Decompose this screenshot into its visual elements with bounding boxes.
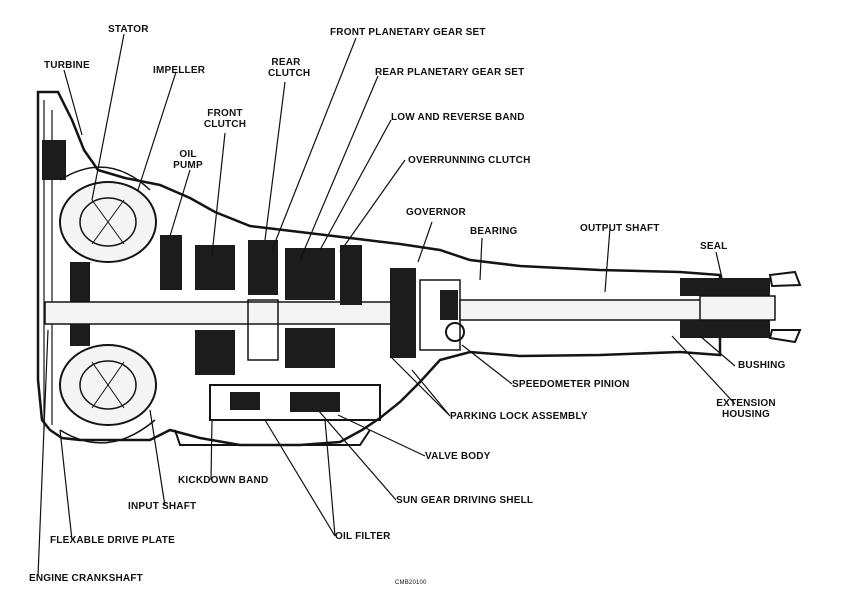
label-output-shaft: OUTPUT SHAFT <box>580 223 660 234</box>
label-front-clutch-line1: FRONT <box>207 108 243 119</box>
label-rear-clutch-line2: CLUTCH <box>268 68 311 79</box>
clutch-and-gear-packs <box>160 235 461 375</box>
output-shaft-body <box>445 270 802 344</box>
label-rear-planetary-gear-set: REAR PLANETARY GEAR SET <box>375 67 525 78</box>
label-parking-lock-assembly: PARKING LOCK ASSEMBLY <box>450 411 588 422</box>
label-front-clutch: FRONT CLUTCH <box>202 108 248 130</box>
label-front-planetary-gear-set: FRONT PLANETARY GEAR SET <box>330 27 486 38</box>
label-oil-pump: OIL PUMP <box>172 149 204 171</box>
label-speedometer-pinion: SPEEDOMETER PINION <box>512 379 630 390</box>
input-shaft-body <box>44 301 406 325</box>
valve-body-and-oil-pan <box>174 384 381 446</box>
label-oil-pump-line2: PUMP <box>173 160 203 171</box>
label-oil-pump-line1: OIL <box>179 149 197 160</box>
label-impeller: IMPELLER <box>153 65 206 76</box>
label-governor: GOVERNOR <box>406 207 466 218</box>
label-extension-housing-line2: HOUSING <box>721 409 771 420</box>
leader-lines <box>37 33 736 577</box>
label-valve-body: VALVE BODY <box>425 451 491 462</box>
label-sun-gear-driving-shell: SUN GEAR DRIVING SHELL <box>396 495 534 506</box>
label-stator: STATOR <box>108 24 149 35</box>
label-kickdown-band: KICKDOWN BAND <box>178 475 269 486</box>
label-extension-housing-line1: EXTENSION <box>716 398 776 409</box>
label-overrunning-clutch: OVERRUNNING CLUTCH <box>408 155 531 166</box>
label-seal: SEAL <box>700 241 728 252</box>
figure-code: CMB20100 <box>395 580 427 586</box>
label-front-clutch-line2: CLUTCH <box>203 119 247 130</box>
label-bushing: BUSHING <box>738 360 786 371</box>
label-bearing: BEARING <box>470 226 518 237</box>
label-turbine: TURBINE <box>44 60 90 71</box>
label-extension-housing: EXTENSION HOUSING <box>710 398 782 420</box>
label-flexable-drive-plate: FLEXABLE DRIVE PLATE <box>50 535 175 546</box>
label-low-and-reverse-band: LOW AND REVERSE BAND <box>391 112 525 123</box>
label-engine-crankshaft: ENGINE CRANKSHAFT <box>29 573 143 584</box>
label-oil-filter: OIL FILTER <box>335 531 391 542</box>
label-input-shaft: INPUT SHAFT <box>128 501 197 512</box>
torque-converter <box>42 140 157 444</box>
label-rear-clutch: REAR CLUTCH <box>268 57 311 79</box>
label-rear-clutch-line1: REAR <box>271 57 301 68</box>
